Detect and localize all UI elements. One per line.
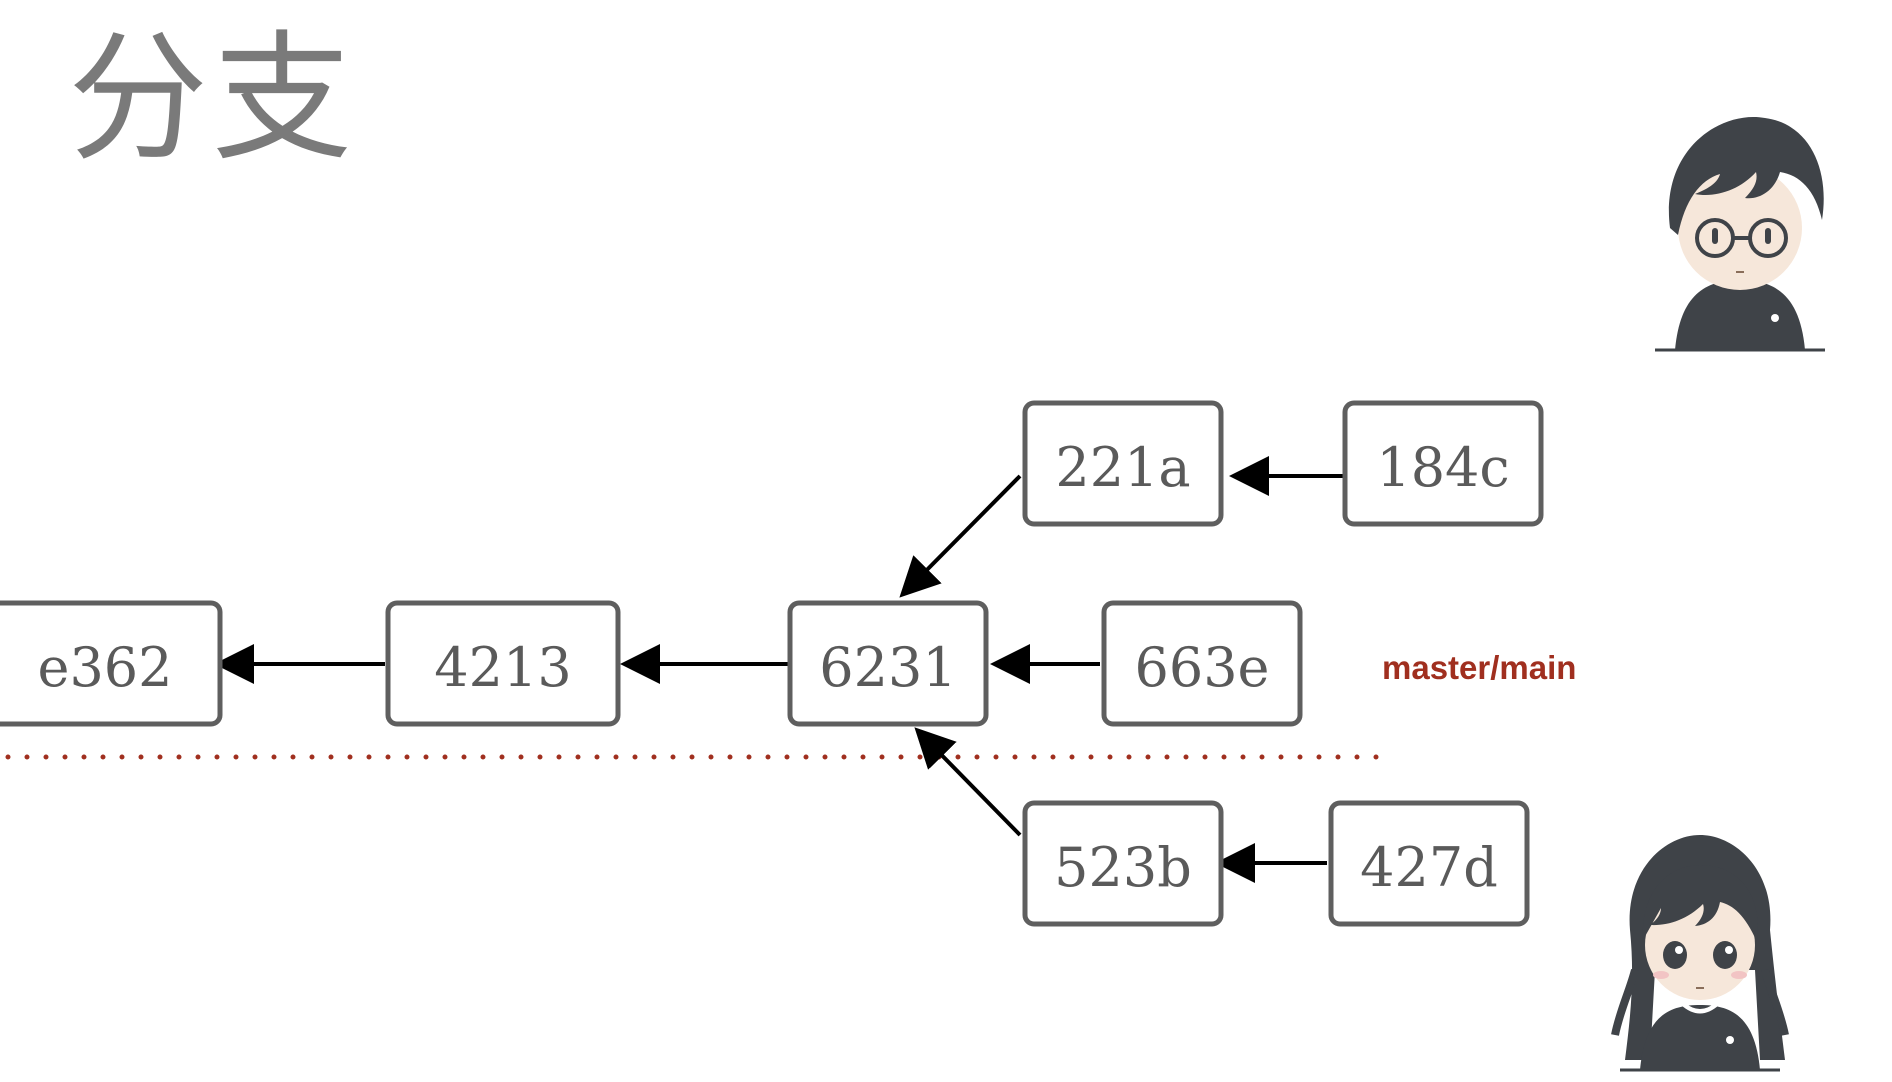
avatar-girl-icon [1611, 835, 1789, 1072]
slide-title: 分支 [68, 18, 357, 181]
commit-id: 523b [1054, 836, 1192, 899]
arrow-221a-to-6231 [899, 474, 1022, 598]
commit-node-6231: 6231 [787, 600, 989, 727]
commit-id: 663e [1134, 636, 1269, 699]
commit-id: 221a [1055, 436, 1190, 499]
commit-node-663e: 663e [1101, 600, 1303, 727]
commit-id: 427d [1360, 836, 1498, 899]
branch-label-master-main: master/main [1382, 649, 1576, 686]
arrow-523b-to-6231 [914, 727, 1022, 837]
commit-arrows [214, 456, 1345, 883]
commit-node-523b: 523b [1022, 800, 1224, 927]
commit-id: e362 [37, 636, 172, 699]
commit-id: 6231 [819, 636, 956, 699]
commit-node-e362: e362 [0, 600, 223, 727]
commit-node-427d: 427d [1328, 800, 1530, 927]
commit-node-221a: 221a [1022, 400, 1224, 527]
commit-node-4213: 4213 [385, 600, 621, 727]
commit-id: 4213 [434, 636, 571, 699]
avatar-boy-icon [1655, 116, 1825, 352]
commit-node-184c: 184c [1342, 400, 1544, 527]
commit-id: 184c [1376, 436, 1509, 499]
